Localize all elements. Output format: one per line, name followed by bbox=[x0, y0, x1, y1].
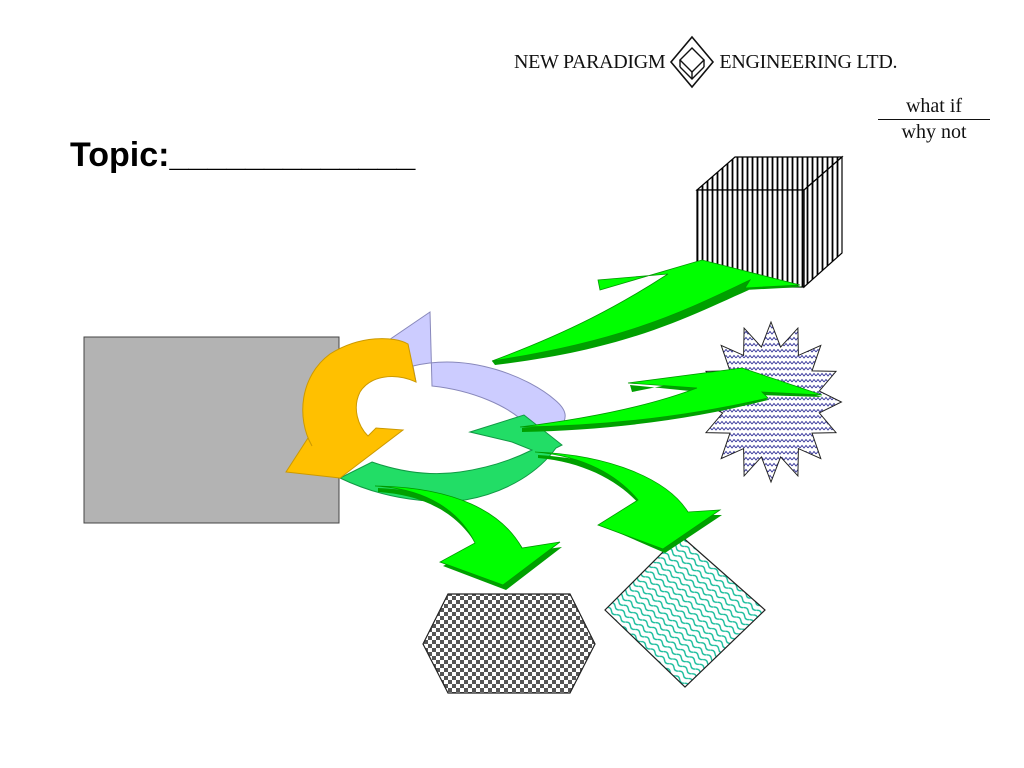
company-name-left: NEW PARADIGM bbox=[514, 50, 666, 73]
cube-diamond-icon bbox=[670, 35, 715, 89]
company-name-right: ENGINEERING LTD. bbox=[719, 50, 898, 73]
tagline-what-if: what if bbox=[878, 95, 990, 120]
flow-arrow-to-diamond bbox=[534, 451, 722, 553]
flow-arrow-to-cube bbox=[491, 259, 802, 365]
wavy-diamond bbox=[604, 534, 766, 688]
tagline: what if why not bbox=[878, 95, 990, 144]
topic-title: Topic:_____________ bbox=[70, 136, 416, 174]
tagline-why-not: why not bbox=[901, 121, 967, 143]
flow-arrow-to-hexagon bbox=[374, 485, 562, 590]
checkered-hexagon bbox=[422, 593, 596, 694]
input-box bbox=[83, 336, 340, 524]
cycle-arrow-lavender bbox=[385, 311, 566, 429]
flow-arrow-to-star bbox=[519, 367, 823, 432]
company-logo: NEW PARADIGM ENGINEERING LTD. bbox=[514, 35, 898, 89]
cycle-arrow-yellow bbox=[285, 338, 417, 479]
cycle-arrow-green bbox=[338, 414, 563, 502]
